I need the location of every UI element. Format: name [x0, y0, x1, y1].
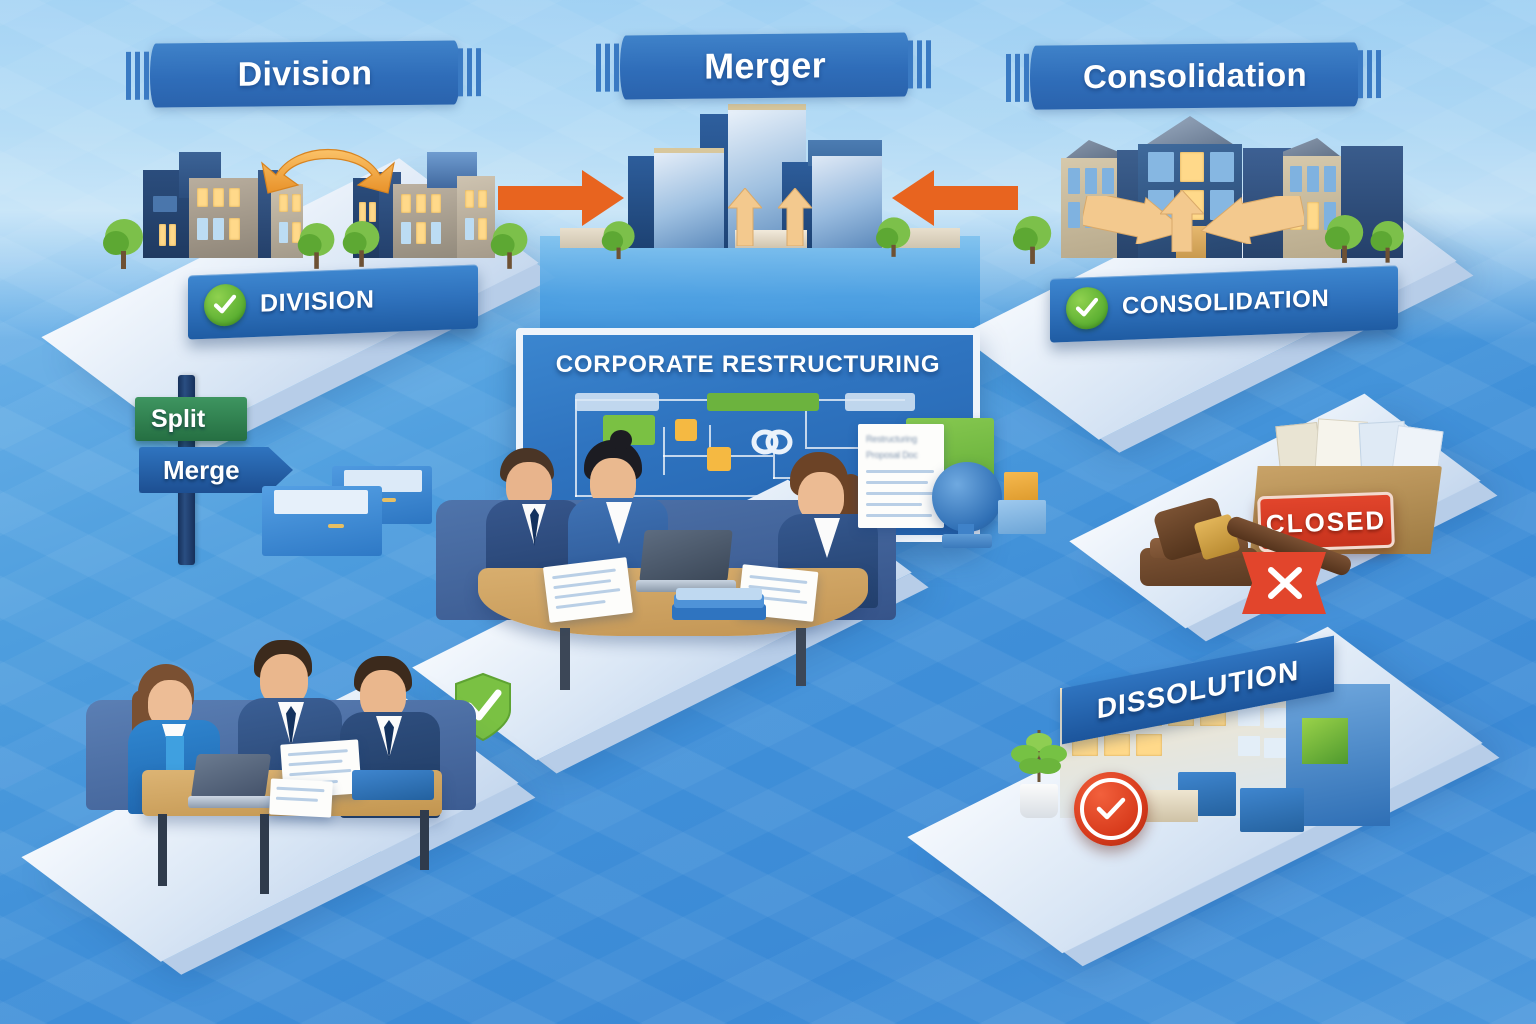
red-check-circle-icon — [1074, 772, 1148, 846]
split-merge-signpost[interactable]: Split Merge — [135, 375, 315, 565]
merger-arrow-right-icon — [498, 170, 624, 226]
merger-up-arrow-icon — [778, 188, 812, 246]
table-leg — [560, 628, 570, 690]
header-consolidation-label: Consolidation — [1083, 55, 1307, 96]
check-circle-icon — [204, 283, 246, 327]
board-title: CORPORATE RESTRUCTURING — [555, 351, 941, 378]
necktie — [286, 706, 296, 748]
tree-icon — [1370, 221, 1404, 263]
x-mark-icon — [1242, 552, 1326, 614]
diagram-node-blue-2 — [845, 393, 915, 411]
table-leg — [158, 814, 167, 886]
diagram-node-amber-2 — [707, 447, 731, 471]
necktie — [530, 508, 539, 546]
header-merger: Merger — [620, 32, 910, 100]
diagram-node-blue-1 — [575, 393, 659, 411]
table-leg — [796, 628, 806, 686]
tree-icon — [1012, 216, 1052, 264]
magnifying-glass — [930, 462, 1004, 550]
sign-split-label: Split — [151, 404, 206, 433]
division-badge[interactable]: DIVISION — [188, 264, 478, 340]
orange-box-prop — [1004, 472, 1038, 502]
sign-merge-label: Merge — [163, 454, 240, 485]
sign-split[interactable]: Split — [135, 397, 247, 441]
tree-icon — [601, 221, 635, 260]
blue-folder — [352, 770, 434, 800]
meeting-document — [542, 557, 634, 623]
division-badge-label: DIVISION — [260, 284, 375, 318]
diagram-node-green-2 — [707, 393, 819, 411]
merger-arrow-left-icon — [892, 170, 1018, 226]
file-cabinet — [262, 466, 437, 566]
header-merger-label: Merger — [704, 44, 826, 87]
tree-icon — [297, 223, 335, 269]
consolidation-badge-label: CONSOLIDATION — [1122, 284, 1330, 320]
contract-document — [269, 778, 333, 818]
merger-water-base — [540, 236, 980, 346]
sign-merge[interactable]: Merge — [139, 447, 293, 493]
consolidation-arrow-inward-left-icon — [1083, 196, 1187, 244]
division-split-arrow-icon — [261, 148, 395, 194]
header-consolidation: Consolidation — [1030, 42, 1360, 110]
table-leg — [420, 810, 429, 870]
consolidation-badge[interactable]: CONSOLIDATION — [1050, 265, 1398, 343]
tree-icon — [876, 217, 911, 257]
diagram-node-amber-1 — [675, 419, 697, 441]
report-heading: Restructuring — [866, 434, 917, 444]
laptop — [188, 754, 272, 810]
binder-stack — [672, 588, 766, 622]
consolidation-arrow-inward-right-icon — [1200, 196, 1304, 244]
header-division: Division — [150, 40, 460, 108]
link-chain-icon — [751, 429, 793, 455]
necktie — [384, 720, 394, 760]
table-leg — [260, 814, 269, 894]
consolidation-up-arrow-icon — [1160, 190, 1204, 252]
tree-icon — [1324, 215, 1364, 263]
laptop — [636, 530, 736, 592]
restructuring-report: Restructuring Proposal Doc — [858, 424, 944, 528]
report-subheading: Proposal Doc — [866, 450, 918, 460]
division-building-left — [143, 152, 303, 262]
header-division-label: Division — [237, 53, 373, 94]
person-center-left — [486, 448, 582, 598]
tree-icon — [342, 221, 380, 267]
tree-icon — [490, 223, 528, 269]
merger-up-arrow-icon — [728, 188, 762, 246]
merger-tower-left — [628, 148, 724, 248]
check-circle-icon — [1066, 286, 1108, 331]
potted-plant — [1006, 726, 1072, 820]
blue-box-prop — [998, 500, 1046, 534]
tree-icon — [103, 219, 143, 269]
gavel-icon — [1140, 495, 1360, 606]
